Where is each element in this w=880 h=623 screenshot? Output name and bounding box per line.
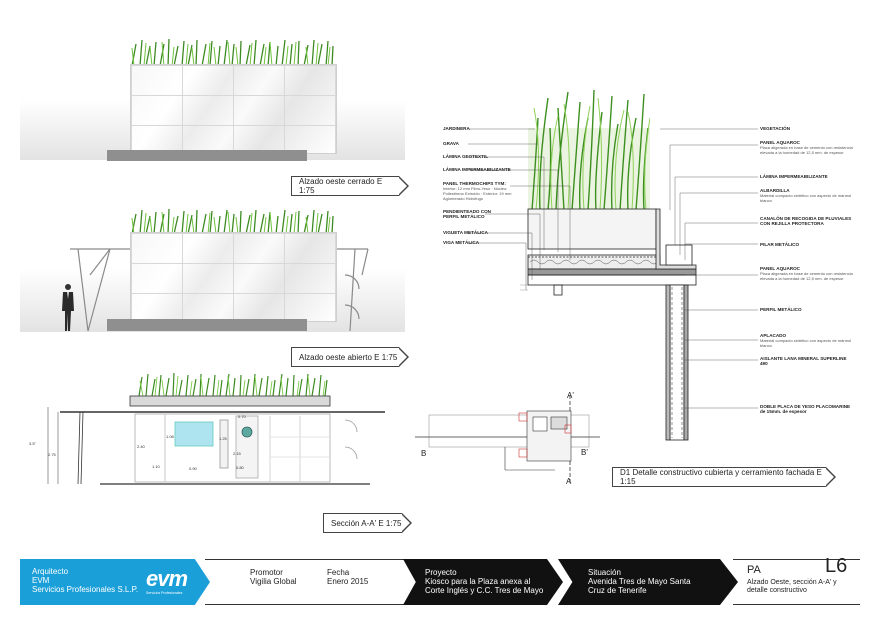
project-label: Proyecto (425, 568, 457, 577)
dim-e: 2.15 (233, 451, 241, 456)
dim-h: 0.70 (238, 414, 246, 419)
location-label: Situación (588, 568, 621, 577)
dim-f: 0.90 (189, 466, 197, 471)
title-section: Sección A-A' E 1:75 (323, 513, 412, 533)
label-lamina-imp-right: LÁMINA IMPERMEABILIZANTE (760, 174, 828, 179)
grass-roof (131, 38, 334, 66)
location-value: Avenida Tres de Mayo Santa Cruz de Tener… (588, 577, 691, 595)
pergola-frame (70, 248, 369, 332)
project-block: Proyecto Kiosco para la Plaza anexa al C… (403, 559, 563, 605)
label-placa-yeso: DOBLE PLACA DE YESO PLACOMARINE de 15mm.… (760, 404, 851, 414)
label-grava: GRAVA (443, 141, 459, 146)
plan-mark-a-bottom: A (566, 477, 572, 486)
project-value: Kiosco para la Plaza anexa al Corte Ingl… (425, 577, 544, 595)
label-panel-thermochips: PANEL THERMOCHIPS TYM:Interior: 12 mm Fi… (443, 181, 512, 201)
grass-roof-section (138, 372, 328, 396)
promoter-date-block: Promotor Vigilia Global Fecha Enero 2015 (205, 559, 415, 605)
label-lamina-impermeabilizante: LÁMINA IMPERMEABILIZANTE (443, 167, 511, 172)
evm-logo-sub: Servicios Profesionales (146, 591, 183, 595)
dim-g: 0.80 (236, 465, 244, 470)
dim-h2: 2.75 (48, 452, 56, 457)
architect-block: Arquitecto EVM Servicios Profesionales S… (20, 559, 210, 605)
label-vigueta: VIGUETA METÁLICA (443, 230, 488, 235)
vegetation-detail (528, 89, 650, 210)
architect-label: Arquitecto (32, 567, 69, 576)
plinth (107, 150, 307, 161)
architect-company: Servicios Profesionales S.L.P. (32, 585, 139, 594)
plan-mark-b: B (421, 449, 427, 458)
dim-d: 1.25 (219, 436, 227, 441)
phase: PA (747, 564, 761, 576)
person-figure (62, 284, 74, 331)
architect-name: EVM (32, 576, 50, 585)
label-jardinera: JARDINERA (443, 126, 470, 131)
title-open-elevation: Alzado oeste abierto E 1:75 (291, 347, 409, 367)
label-vegetacion: VEGETACIÓN (760, 126, 791, 131)
title-closed-elevation: Alzado oeste cerrado E 1:75 (291, 176, 409, 196)
marble-facade (130, 64, 337, 154)
construction-detail (520, 208, 697, 441)
sheet-block: PA Alzado Oeste, sección A-A' y detalle … (733, 555, 860, 605)
dim-b: 1.10 (152, 464, 160, 469)
label-perfil: PERFIL METÁLICO (760, 307, 802, 312)
plan-drawing (415, 395, 600, 485)
label-lamina-geotextil: LÁMINA GEOTEXTIL (443, 154, 488, 159)
date-value: Enero 2015 (327, 577, 369, 586)
dim-a: 2.40 (137, 444, 145, 449)
plan-mark-a-top: A' (567, 391, 574, 400)
label-aislante: AISLANTE LANA MINERAL SUPERLINE 490 (760, 356, 847, 366)
plinth (107, 319, 307, 331)
location-block: Situación Avenida Tres de Mayo Santa Cru… (558, 559, 738, 605)
sheet-number: L6 (825, 555, 848, 577)
leader-lines (468, 128, 758, 409)
marble-facade (130, 232, 337, 322)
plan-mark-b-prime: B' (581, 448, 588, 457)
grass-roof (131, 208, 334, 234)
promoter-value: Vigilia Global (250, 577, 297, 586)
section-drawing (47, 395, 385, 485)
promoter-label: Promotor (250, 568, 283, 577)
evm-logo: evm (146, 566, 188, 591)
label-pendienteado: PENDIENTEADO CON PERFIL METÁLICO (443, 209, 491, 219)
sheet-description: Alzado Oeste, sección A-A' y detalle con… (747, 579, 837, 594)
label-pilar: PILAR METÁLICO (760, 242, 800, 247)
title-detail: D1 Detalle constructivo cubierta y cerra… (612, 467, 836, 487)
date-label: Fecha (327, 568, 350, 577)
dim-h1: 3.5" (29, 441, 36, 446)
label-viga: VIGA METÁLICA (443, 240, 480, 245)
label-canalon: CANALÓN DE RECOGIDA DE PLUVIALES CON REJ… (760, 216, 852, 226)
dim-c: 1.08 (166, 434, 174, 439)
